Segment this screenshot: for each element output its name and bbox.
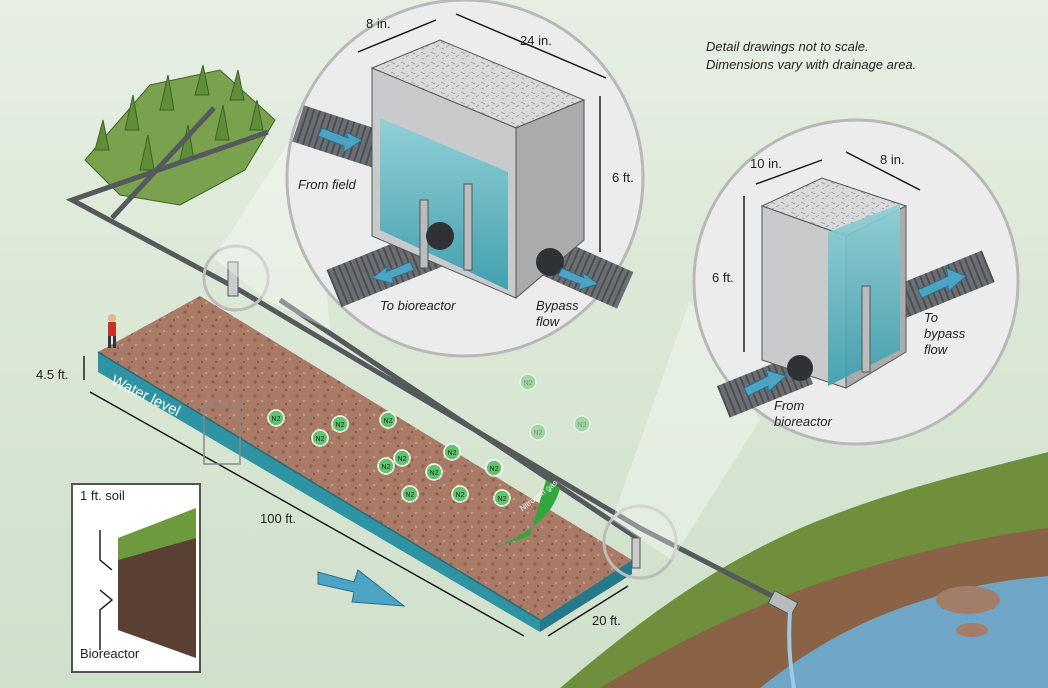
n2-bubble: N2 — [485, 459, 503, 477]
scale-note-line2: Dimensions vary with drainage area. — [706, 57, 917, 72]
n2-bubble-label: N2 — [382, 464, 391, 471]
n2-bubble: N2 — [493, 489, 511, 507]
outlet-detail — [692, 118, 1020, 446]
n2-bubble: N2 — [425, 463, 443, 481]
n2-bubble-label: N2 — [448, 450, 457, 457]
inlet-callout-circle — [202, 244, 270, 312]
scale-note-line1: Detail drawings not to scale. — [706, 39, 869, 54]
box2-length-label: 8 in. — [880, 152, 905, 167]
bypass-flow-label: Bypass flow — [536, 298, 579, 330]
n2-bubble-label: N2 — [316, 436, 325, 443]
n2-bubble: N2 — [267, 409, 285, 427]
length-label: 100 ft. — [260, 511, 297, 526]
n2-bubble: N2 — [401, 485, 419, 503]
to-bypass-line3: flow — [924, 342, 948, 357]
to-bypass-line1: To — [924, 310, 938, 325]
inset-locator-box — [203, 403, 241, 465]
box2-height-label: 6 ft. — [712, 270, 734, 285]
n2-bubble-label: N2 — [456, 492, 465, 499]
n2-bubble-label: N2 — [430, 470, 439, 477]
bypass-flow-line1: Bypass — [536, 298, 579, 313]
n2-bubble-label: N2 — [272, 416, 281, 423]
outfall-pipe — [767, 590, 799, 616]
from-bioreactor-label: From bioreactor — [774, 398, 832, 430]
to-bioreactor-label: To bioreactor — [380, 298, 456, 313]
outfall-water — [787, 611, 796, 688]
from-bioreactor-line2: bioreactor — [774, 414, 832, 429]
box2-width-label: 10 in. — [750, 156, 782, 171]
n2-bubble-label: N2 — [498, 496, 507, 503]
n2-bubble-label: N2 — [384, 418, 393, 425]
n2-bubble-label: N2 — [398, 456, 407, 463]
n2-bubble-label: N2 — [578, 422, 587, 429]
from-bioreactor-line1: From — [774, 398, 805, 413]
box1-width-label: 8 in. — [366, 16, 391, 31]
n2-bubble: N2 — [331, 415, 349, 433]
person-figure — [108, 314, 116, 348]
bioreactor-trench — [97, 296, 632, 632]
n2-bubble-label: N2 — [490, 466, 499, 473]
n2-bubble: N2 — [451, 485, 469, 503]
flow-arrows — [317, 127, 967, 607]
n2-bubble-label: N2 — [406, 492, 415, 499]
nitrogen-gas-arrow — [480, 480, 560, 552]
n2-bubble: N2 — [393, 449, 411, 467]
n2-bubble-label: N2 — [336, 422, 345, 429]
n2-bubble-label: N2 — [534, 430, 543, 437]
n2-bubble: N2 — [529, 423, 547, 441]
n2-bubble: N2 — [519, 373, 537, 391]
box1-length-label: 24 in. — [520, 33, 552, 48]
to-bypass-flow-label: To bypass flow — [924, 310, 965, 358]
dimension-lines — [83, 13, 921, 637]
box1-height-label: 6 ft. — [612, 170, 634, 185]
inlet-control-post — [227, 261, 239, 297]
n2-bubble: N2 — [573, 415, 591, 433]
outlet-callout-circle — [602, 504, 678, 580]
from-field-label: From field — [298, 177, 356, 192]
n2-bubble: N2 — [379, 411, 397, 429]
n2-bubble: N2 — [311, 429, 329, 447]
soil-depth-label: 1 ft. soil — [80, 488, 125, 503]
soil-cross-section-inset — [71, 483, 201, 673]
n2-bubble: N2 — [377, 457, 395, 475]
width-label: 20 ft. — [592, 613, 621, 628]
inset-beam — [200, 464, 204, 484]
to-bypass-line2: bypass — [924, 326, 966, 341]
n2-bubble: N2 — [443, 443, 461, 461]
corn-field — [84, 64, 276, 206]
stream-bank — [560, 452, 1048, 688]
scale-note: Detail drawings not to scale. Dimensions… — [706, 38, 916, 74]
outlet-control-post — [631, 537, 641, 569]
depth-label: 4.5 ft. — [36, 367, 69, 382]
n2-bubble-label: N2 — [524, 380, 533, 387]
bypass-flow-line2: flow — [536, 314, 560, 329]
bioreactor-layer-label: Bioreactor — [80, 646, 140, 661]
